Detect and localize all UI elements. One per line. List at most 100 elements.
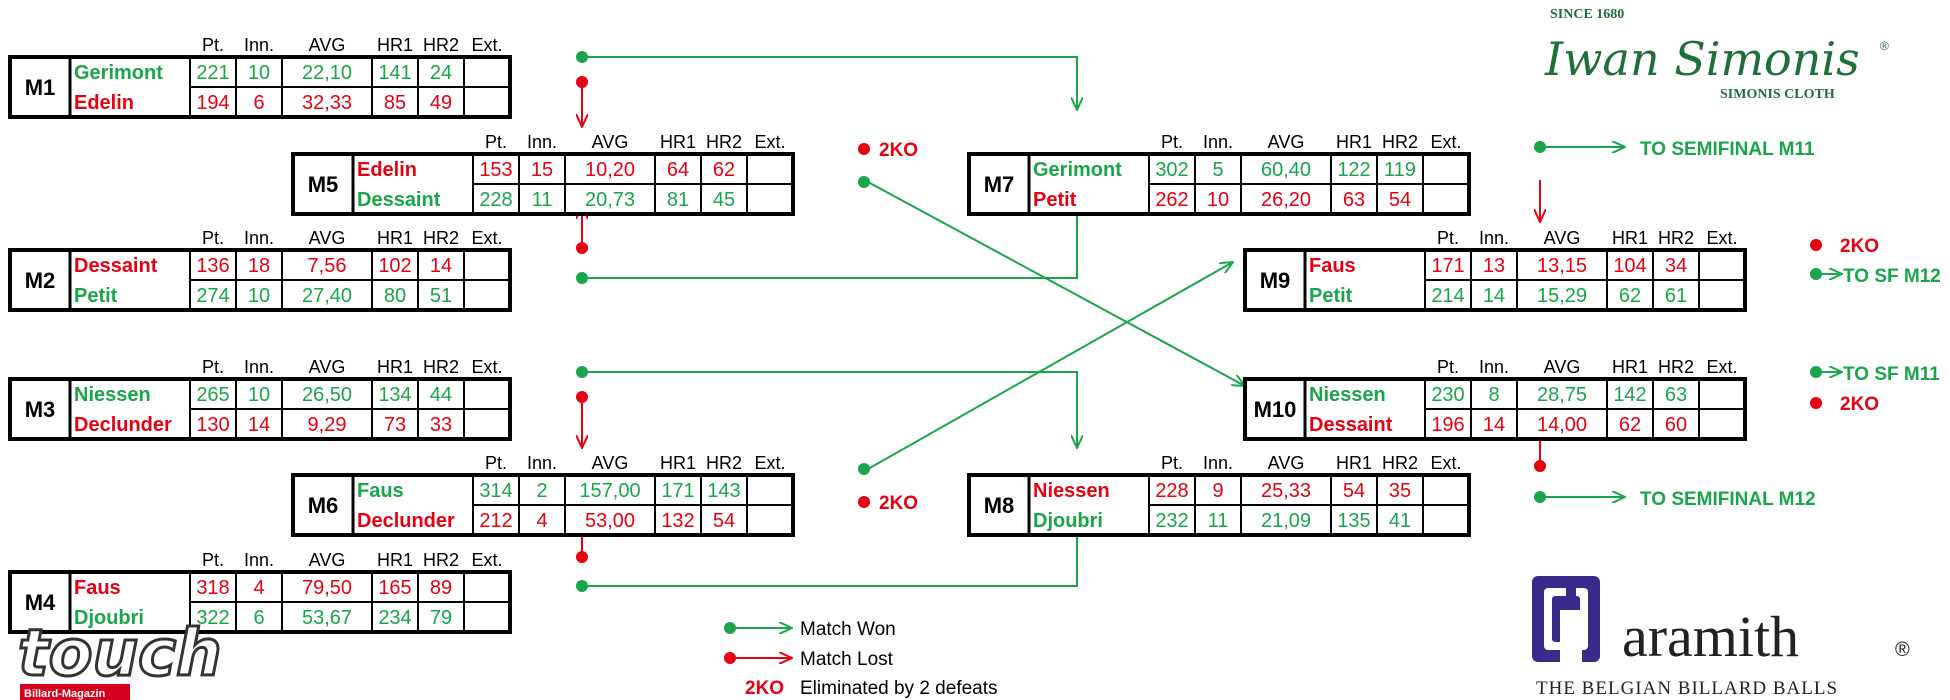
column-header: HR1 [377,550,413,570]
touch-sub-bar [20,684,130,700]
column-header: AVG [309,35,346,55]
stat-inn: 10 [248,384,270,406]
column-header: HR2 [706,132,742,152]
column-header: Pt. [202,228,224,248]
column-header: Ext. [471,228,502,248]
stat-hr1: 122 [1337,159,1370,181]
stat-inn: 14 [248,414,270,436]
stat-hr2: 63 [1665,384,1687,406]
stat-hr1: 63 [1343,189,1365,211]
match-id: M8 [984,493,1015,518]
column-header: Ext. [1430,132,1461,152]
stat-inn: 14 [1483,285,1505,307]
column-header: Pt. [1437,357,1459,377]
column-header: Inn. [1203,453,1233,473]
player-name: Gerimont [74,62,163,84]
stat-pt: 322 [196,607,229,629]
stat-avg: 157,00 [579,480,640,502]
column-header: Pt. [485,453,507,473]
stat-inn: 5 [1212,159,1223,181]
player-name: Niessen [1033,480,1110,502]
stat-hr2: 14 [430,255,452,277]
column-header: Pt. [1161,453,1183,473]
match-id: M6 [308,493,339,518]
column-header: HR1 [1336,453,1372,473]
column-header: HR2 [423,35,459,55]
column-header: Ext. [754,453,785,473]
player-name: Petit [1309,285,1353,307]
column-header: Inn. [527,132,557,152]
m6-winner-to-m9 [867,262,1233,470]
lose-dot [576,391,588,403]
stat-inn: 6 [253,607,264,629]
stat-inn: 10 [248,62,270,84]
column-header: HR1 [377,228,413,248]
column-header: AVG [1268,453,1305,473]
legend-won-label: Match Won [800,619,896,640]
lose-dot [576,76,588,88]
player-name: Faus [74,577,121,599]
player-name: Faus [357,480,404,502]
player-name: Gerimont [1033,159,1122,181]
column-header: HR2 [706,453,742,473]
player-name: Niessen [1309,384,1386,406]
column-header: AVG [592,453,629,473]
player-name: Dessaint [357,189,441,211]
column-header: AVG [309,228,346,248]
stat-inn: 4 [536,510,547,532]
stat-inn: 2 [536,480,547,502]
match-id: M4 [25,590,56,615]
match-id: M3 [25,397,56,422]
stat-pt: 230 [1431,384,1464,406]
stat-avg: 14,00 [1537,414,1587,436]
stat-pt: 228 [479,189,512,211]
stat-inn: 11 [1208,510,1229,532]
stat-avg: 32,33 [302,92,352,114]
column-header: Pt. [485,132,507,152]
column-header: Inn. [527,453,557,473]
column-header: Pt. [1161,132,1183,152]
stat-inn: 14 [1483,414,1505,436]
simonis-script: Iwan Simonis [1544,32,1860,86]
aramith-tagline: THE BELGIAN BILLARD BALLS [1536,678,1838,699]
stat-pt: 171 [1431,255,1464,277]
stat-avg: 28,75 [1537,384,1587,406]
stat-hr1: 141 [378,62,411,84]
column-header: HR2 [1382,453,1418,473]
connectors [582,56,1842,587]
win-dot [858,463,870,475]
win-dot [1534,141,1546,153]
stat-avg: 7,56 [308,255,347,277]
win-dot [1534,491,1546,503]
lose-dot [576,242,588,254]
player-name: Faus [1309,255,1356,277]
stat-hr1: 102 [378,255,411,277]
stat-pt: 274 [196,285,229,307]
stat-hr2: 41 [1389,510,1411,532]
stat-hr1: 85 [384,92,406,114]
stat-hr1: 73 [384,414,406,436]
column-header: HR1 [377,35,413,55]
player-name: Declunder [74,414,172,436]
stat-pt: 194 [196,92,229,114]
stat-inn: 13 [1483,255,1505,277]
player-name: Niessen [74,384,151,406]
touch-wordmark: touch [18,617,222,691]
lose-dot [576,551,588,563]
stat-pt: 221 [196,62,229,84]
column-header: Ext. [1706,228,1737,248]
stat-avg: 53,00 [585,510,635,532]
stat-hr1: 165 [378,577,411,599]
win-dot [576,366,588,378]
stat-hr2: 24 [430,62,452,84]
lose-dot [1534,460,1546,472]
column-header: HR2 [1658,357,1694,377]
player-name: Djoubri [74,607,144,629]
stat-pt: 232 [1155,510,1188,532]
column-header: Inn. [1479,357,1509,377]
